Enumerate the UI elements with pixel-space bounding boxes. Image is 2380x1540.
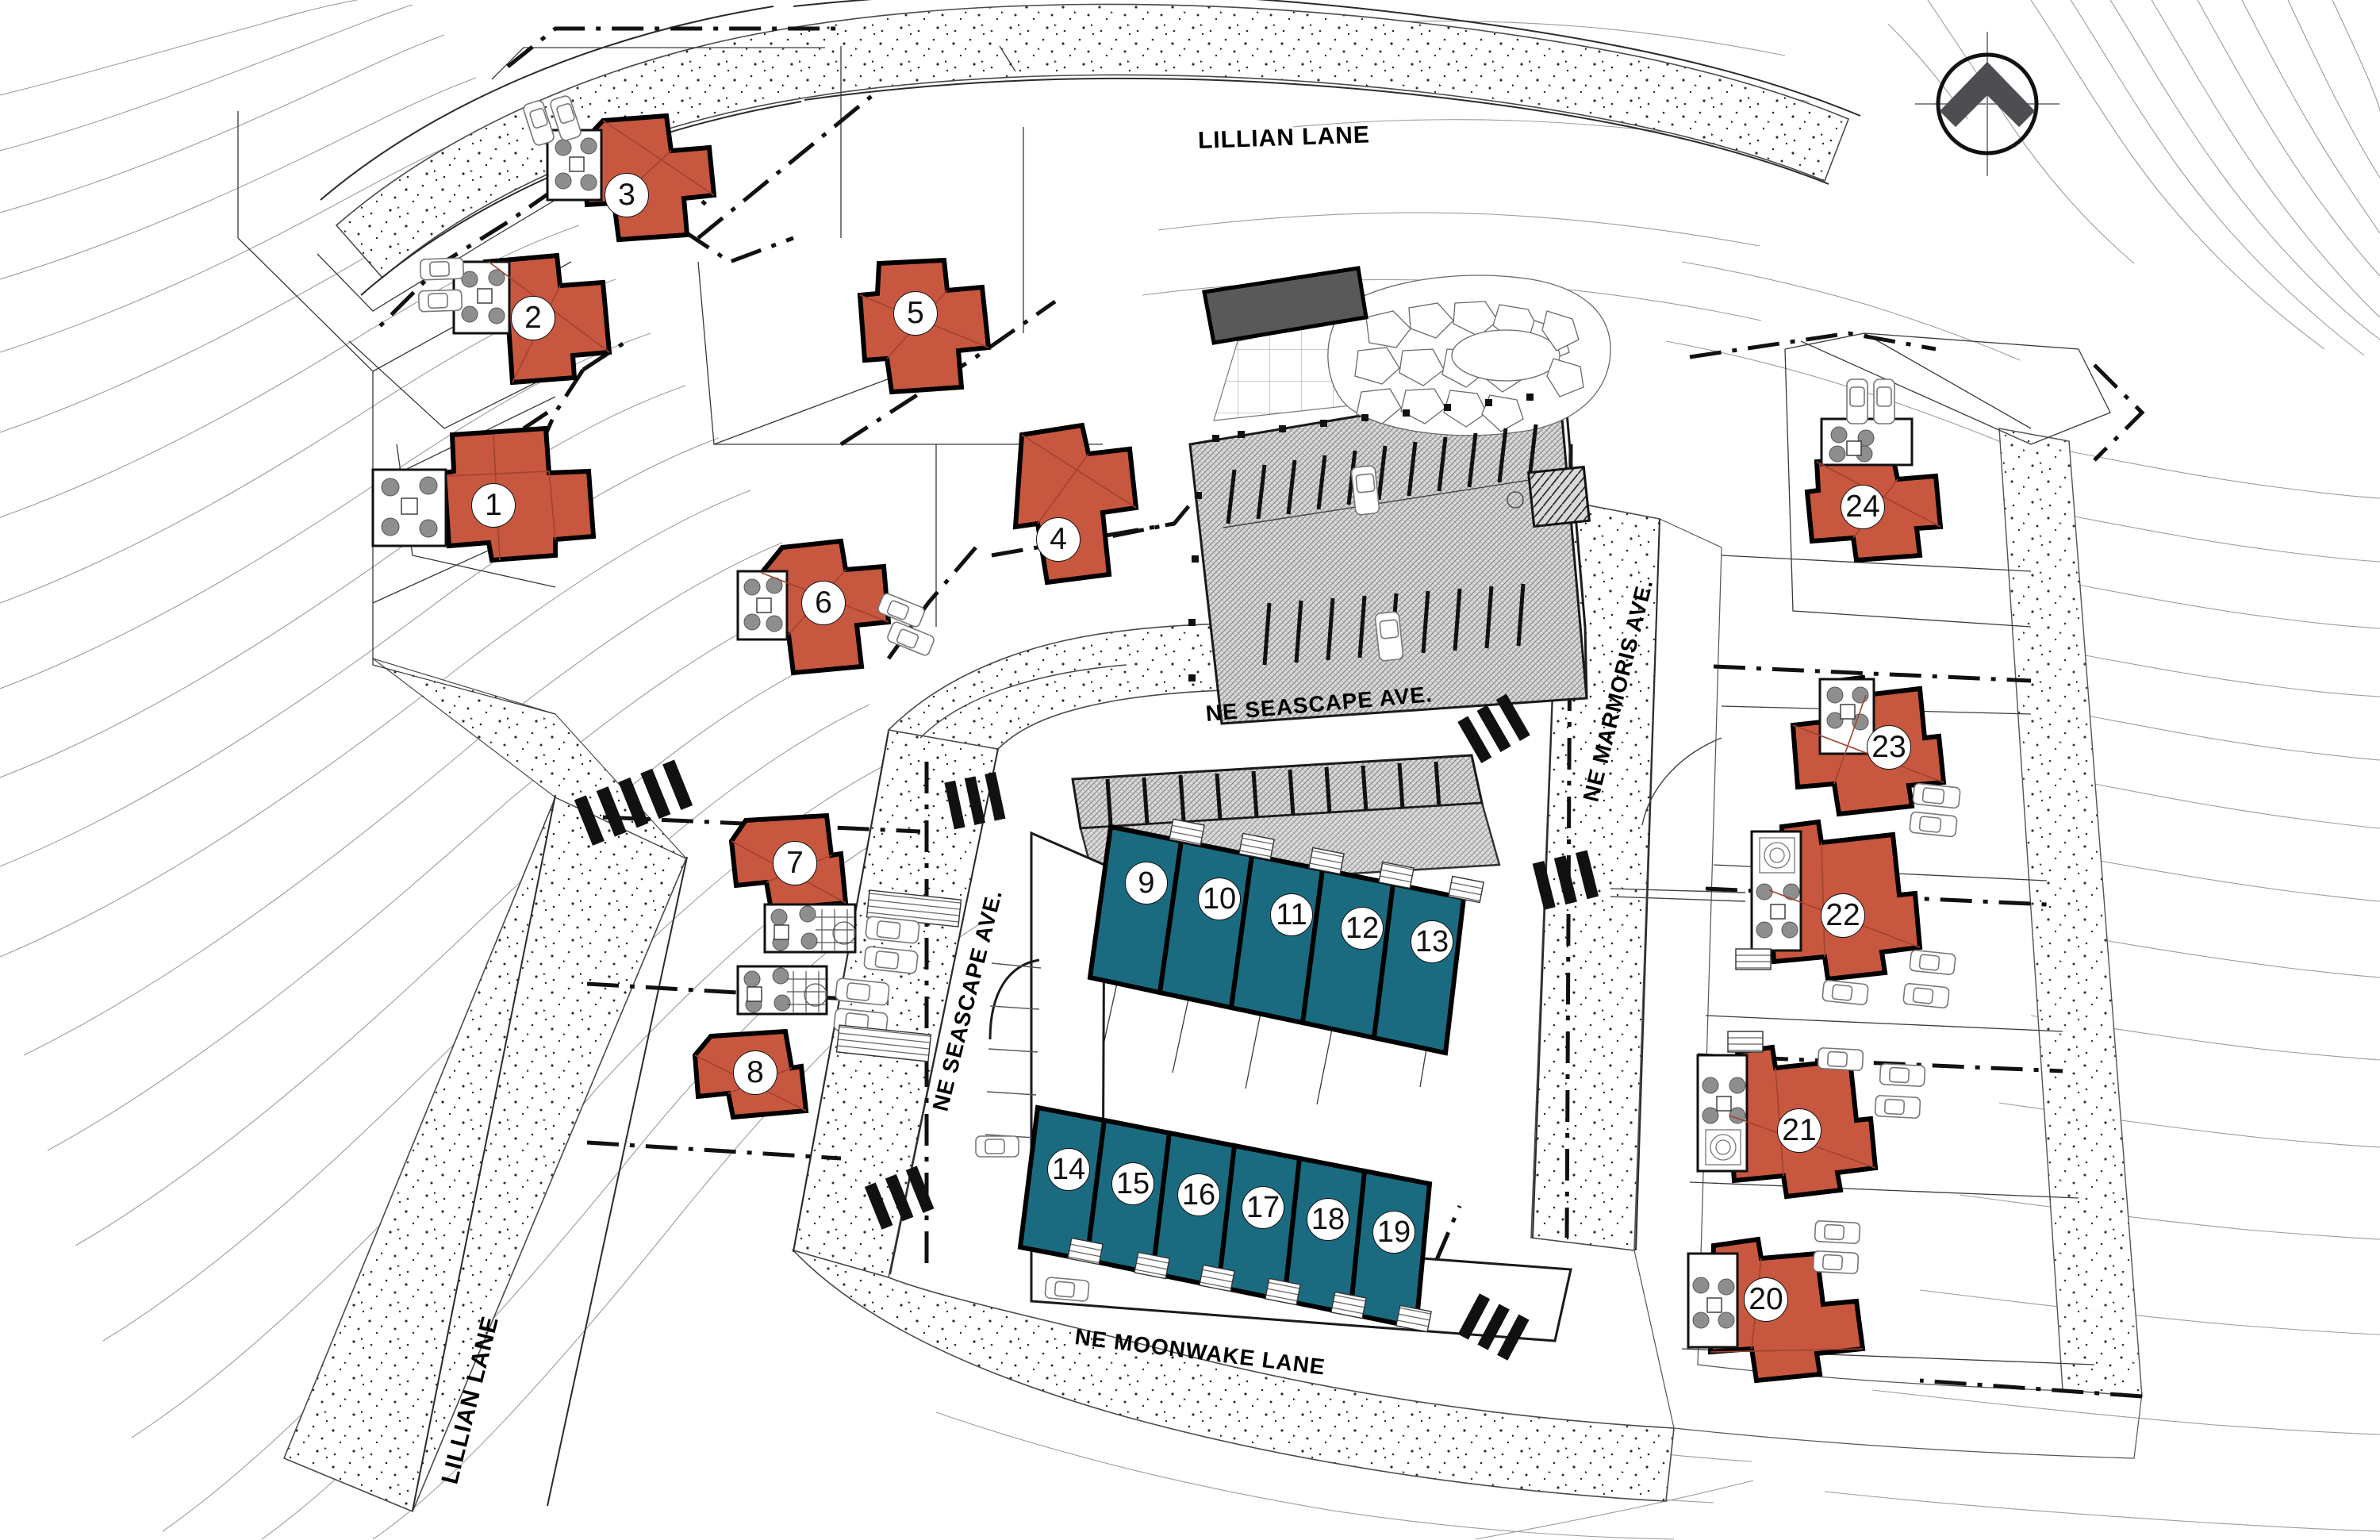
driveway-car [877, 593, 935, 656]
road-shoulder-bands [282, 3, 2143, 1513]
lot-badge-13[interactable]: 13 [1411, 920, 1453, 963]
lot-badge-11[interactable]: 11 [1270, 893, 1313, 936]
lot-badge-8[interactable]: 8 [733, 1050, 777, 1095]
driveway-car [863, 916, 920, 974]
north-arrow [1915, 32, 2059, 176]
lot-badge-5[interactable]: 5 [893, 291, 938, 336]
driveway-car [1846, 378, 1895, 424]
parking-stalls-upper [1226, 424, 1538, 524]
driveway-car [1821, 949, 1956, 1009]
lot-badge-6[interactable]: 6 [801, 581, 846, 625]
road-edges [320, 0, 1861, 1511]
driveway-car [1812, 1220, 1861, 1274]
lot-badge-24[interactable]: 24 [1841, 485, 1885, 529]
pergola [816, 909, 856, 950]
driveway-car [523, 95, 582, 146]
lot-badge-1[interactable]: 1 [471, 483, 516, 528]
townhome-buildings [1017, 824, 1467, 1331]
light-pole [1188, 394, 1534, 682]
rock-garden [1327, 275, 1611, 436]
driveway-car [1909, 782, 1961, 838]
lot-badge-21[interactable]: 21 [1777, 1108, 1821, 1153]
parked-car [1350, 465, 1404, 662]
lot-badge-22[interactable]: 22 [1821, 893, 1865, 938]
lot-badge-15[interactable]: 15 [1111, 1162, 1154, 1205]
lot-badge-17[interactable]: 17 [1242, 1186, 1284, 1229]
lot-badge-4[interactable]: 4 [1036, 517, 1081, 562]
patios-and-site-furniture [371, 95, 1961, 1349]
garden-bed [1705, 1129, 1741, 1166]
ada-stall [1526, 465, 1591, 528]
pergola [787, 971, 827, 1012]
garden-bed [1759, 837, 1795, 874]
parking-stalls-lower [1262, 583, 1526, 666]
townhome-stoops [1067, 818, 1484, 1333]
lot-badge-9[interactable]: 9 [1125, 862, 1168, 904]
parking-stalls-mid [1105, 761, 1441, 826]
lot-badge-7[interactable]: 7 [773, 841, 817, 885]
lot-badge-23[interactable]: 23 [1867, 725, 1911, 770]
lot-badge-10[interactable]: 10 [1198, 878, 1241, 920]
lot-badge-16[interactable]: 16 [1177, 1173, 1220, 1216]
pavilion-roof [1202, 266, 1368, 345]
lot-badge-20[interactable]: 20 [1744, 1277, 1788, 1322]
walkways [919, 664, 1746, 902]
crosswalk [574, 693, 1599, 1361]
north-chevron-icon [1939, 61, 2036, 128]
parked-car [975, 1135, 1090, 1302]
lot-badge-3[interactable]: 3 [605, 173, 649, 217]
lot-badge-2[interactable]: 2 [511, 296, 555, 340]
lot-badge-12[interactable]: 12 [1341, 907, 1384, 950]
driveway-car [1817, 1047, 1926, 1119]
lot-badge-19[interactable]: 19 [1372, 1211, 1415, 1254]
driveway-car [374, 476, 397, 519]
driveway-car [417, 257, 465, 313]
lot-badge-18[interactable]: 18 [1307, 1198, 1349, 1241]
lot-badge-14[interactable]: 14 [1047, 1148, 1090, 1191]
